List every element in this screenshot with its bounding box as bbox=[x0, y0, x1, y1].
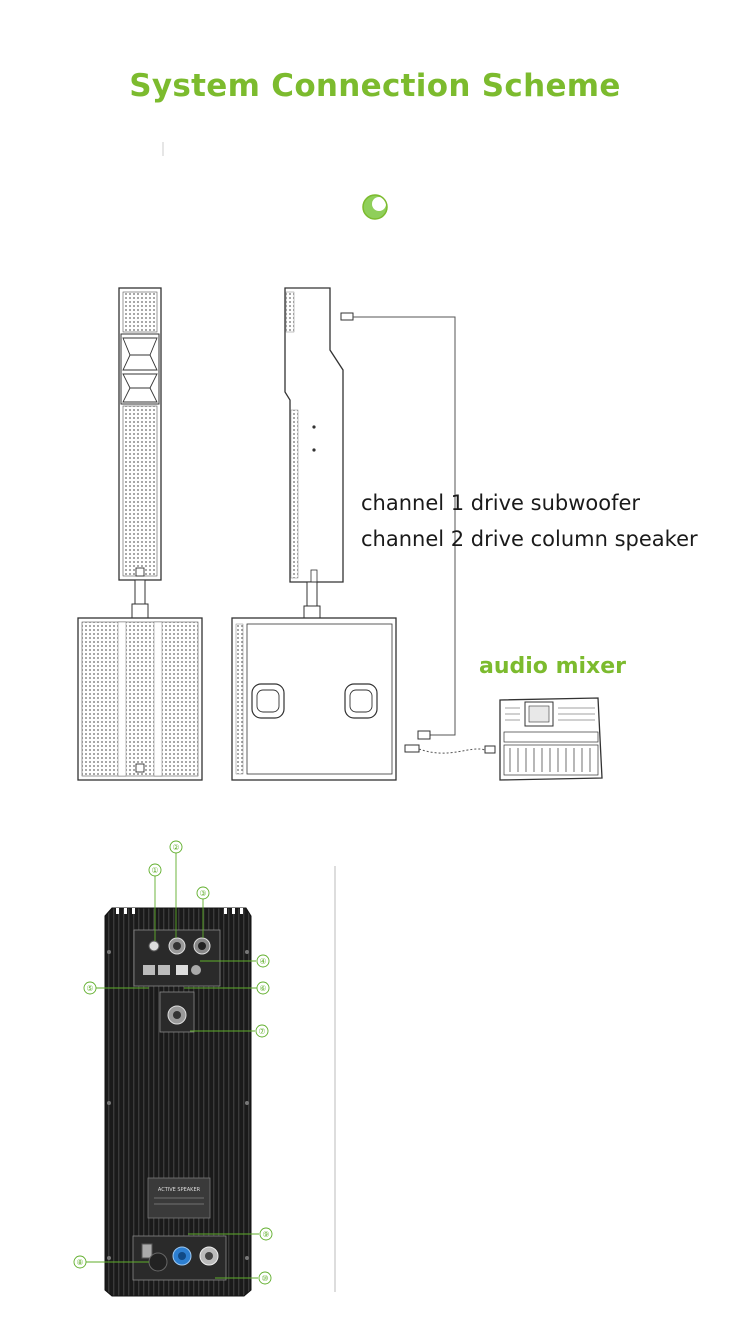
callout-2: ② bbox=[172, 843, 179, 852]
callout-7: ⑦ bbox=[258, 1027, 265, 1036]
mixer-label: audio mixer bbox=[479, 654, 626, 679]
subwoofer-front bbox=[77, 617, 203, 781]
amplifier-rear-panel: ACTIVE SPEAKER bbox=[104, 907, 252, 1297]
callout-4: ④ bbox=[259, 957, 266, 966]
mounting-pole-side bbox=[303, 581, 321, 619]
subwoofer-side bbox=[231, 617, 397, 781]
note-channel-2: channel 2 drive column speaker bbox=[361, 527, 698, 551]
page-title: System Connection Scheme bbox=[129, 68, 621, 104]
callout-5: ⑤ bbox=[86, 984, 93, 993]
callout-1: ① bbox=[151, 866, 158, 875]
callout-9: ⑨ bbox=[262, 1230, 269, 1239]
note-channel-1: channel 1 drive subwoofer bbox=[361, 491, 641, 515]
callout-6: ⑥ bbox=[259, 984, 266, 993]
column-speaker-front bbox=[118, 287, 162, 581]
callout-10: ⑩ bbox=[261, 1274, 268, 1283]
callout-lines bbox=[86, 853, 259, 1279]
callout-8: ⑧ bbox=[76, 1258, 83, 1267]
badge-label: ACTIVE SPEAKER bbox=[158, 1187, 201, 1193]
audio-mixer-device bbox=[499, 697, 603, 781]
callout-3: ③ bbox=[199, 889, 206, 898]
signal-cables bbox=[340, 312, 496, 754]
logo-emblem-icon bbox=[362, 194, 388, 220]
column-speaker-side bbox=[284, 287, 344, 583]
mounting-pole-front bbox=[131, 579, 149, 619]
callout-numbers: ① ② ③ ④ ⑤ ⑥ ⑦ ⑧ ⑨ ⑩ bbox=[76, 843, 269, 1283]
callout-markers bbox=[73, 840, 273, 1285]
